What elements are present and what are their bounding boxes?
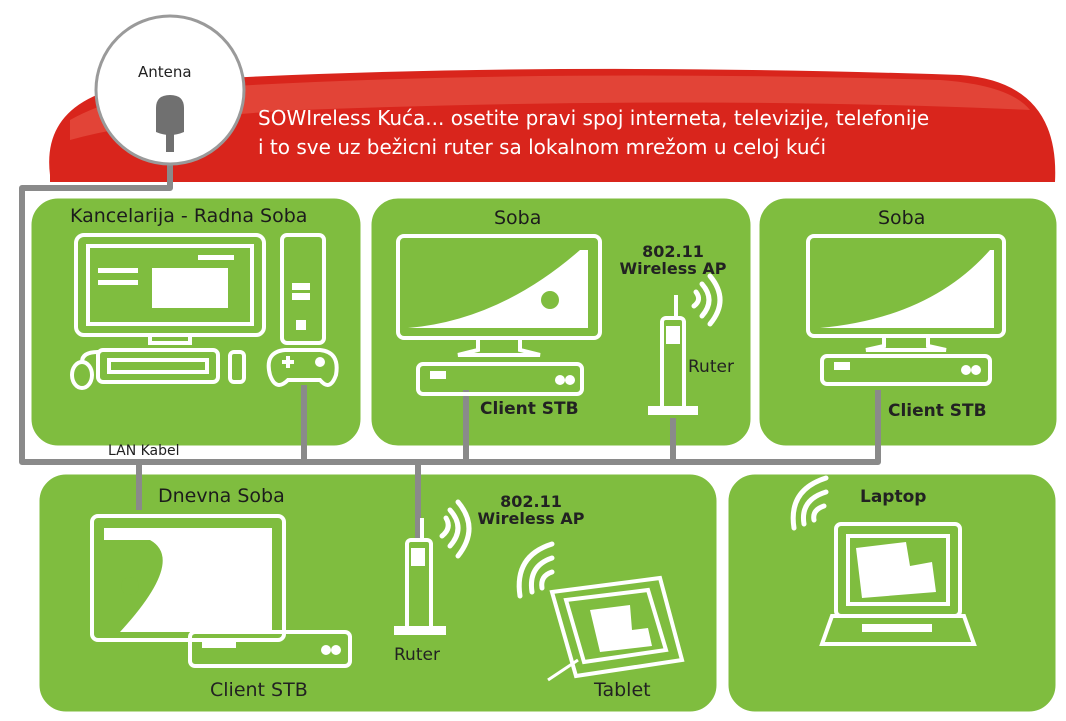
banner-text: SOWIreless Kuća... osetite pravi spoj in… — [258, 104, 929, 162]
room1-ap-line1: 802.11 — [642, 242, 704, 261]
living-stb-label: Client STB — [210, 679, 308, 701]
banner-highlight — [70, 75, 1030, 140]
laptop-title: Laptop — [860, 487, 927, 507]
gamepad-icon — [266, 348, 339, 387]
wifi-living-icon — [439, 499, 472, 559]
room2-stb-label: Client STB — [888, 401, 987, 421]
tv-room2-icon — [806, 234, 1006, 352]
laptop-icon — [819, 522, 977, 646]
room-room1-title: Soba — [494, 207, 542, 229]
wifi-tablet-icon — [516, 541, 555, 599]
tablet-icon — [547, 575, 685, 682]
room-office-title: Kancelarija - Radna Soba — [70, 205, 308, 227]
room1-router-label: Ruter — [688, 357, 734, 377]
pc-tower-icon — [280, 233, 326, 345]
stb-living-icon — [188, 630, 352, 668]
room1-ap-label: 802.11 Wireless AP — [618, 242, 728, 278]
keyboard-mouse-icon — [70, 348, 246, 390]
tv-room1-icon — [396, 234, 602, 357]
lan-cable-label: LAN Kabel — [108, 443, 180, 459]
living-ap-line1: 802.11 — [500, 492, 562, 511]
living-router-label: Ruter — [394, 645, 440, 665]
antenna-label: Antena — [138, 63, 192, 81]
room1-ap-line2: Wireless AP — [619, 258, 727, 278]
wifi-laptop-icon — [790, 475, 829, 531]
living-ap-line2: Wireless AP — [477, 508, 585, 528]
desktop-monitor-icon — [74, 233, 266, 345]
lan-cable — [19, 150, 881, 540]
router-living-icon — [394, 518, 446, 635]
room-living-title: Dnevna Soba — [158, 485, 285, 507]
stb-room2-icon — [820, 354, 992, 386]
living-ap-label: 802.11 Wireless AP — [476, 492, 586, 528]
wifi-room1-icon — [691, 273, 723, 327]
banner-line-2: i to sve uz bežicni ruter sa lokalnom mr… — [258, 135, 827, 159]
monitor-content — [98, 255, 234, 308]
antenna-dish-icon — [94, 14, 246, 166]
stb-room1-icon — [416, 362, 584, 396]
router-room1-icon — [648, 295, 698, 415]
living-tablet-label: Tablet — [594, 679, 651, 701]
room-room2-title: Soba — [878, 207, 926, 229]
room1-stb-label: Client STB — [480, 399, 579, 419]
banner-line-1: SOWIreless Kuća... osetite pravi spoj in… — [258, 106, 930, 130]
